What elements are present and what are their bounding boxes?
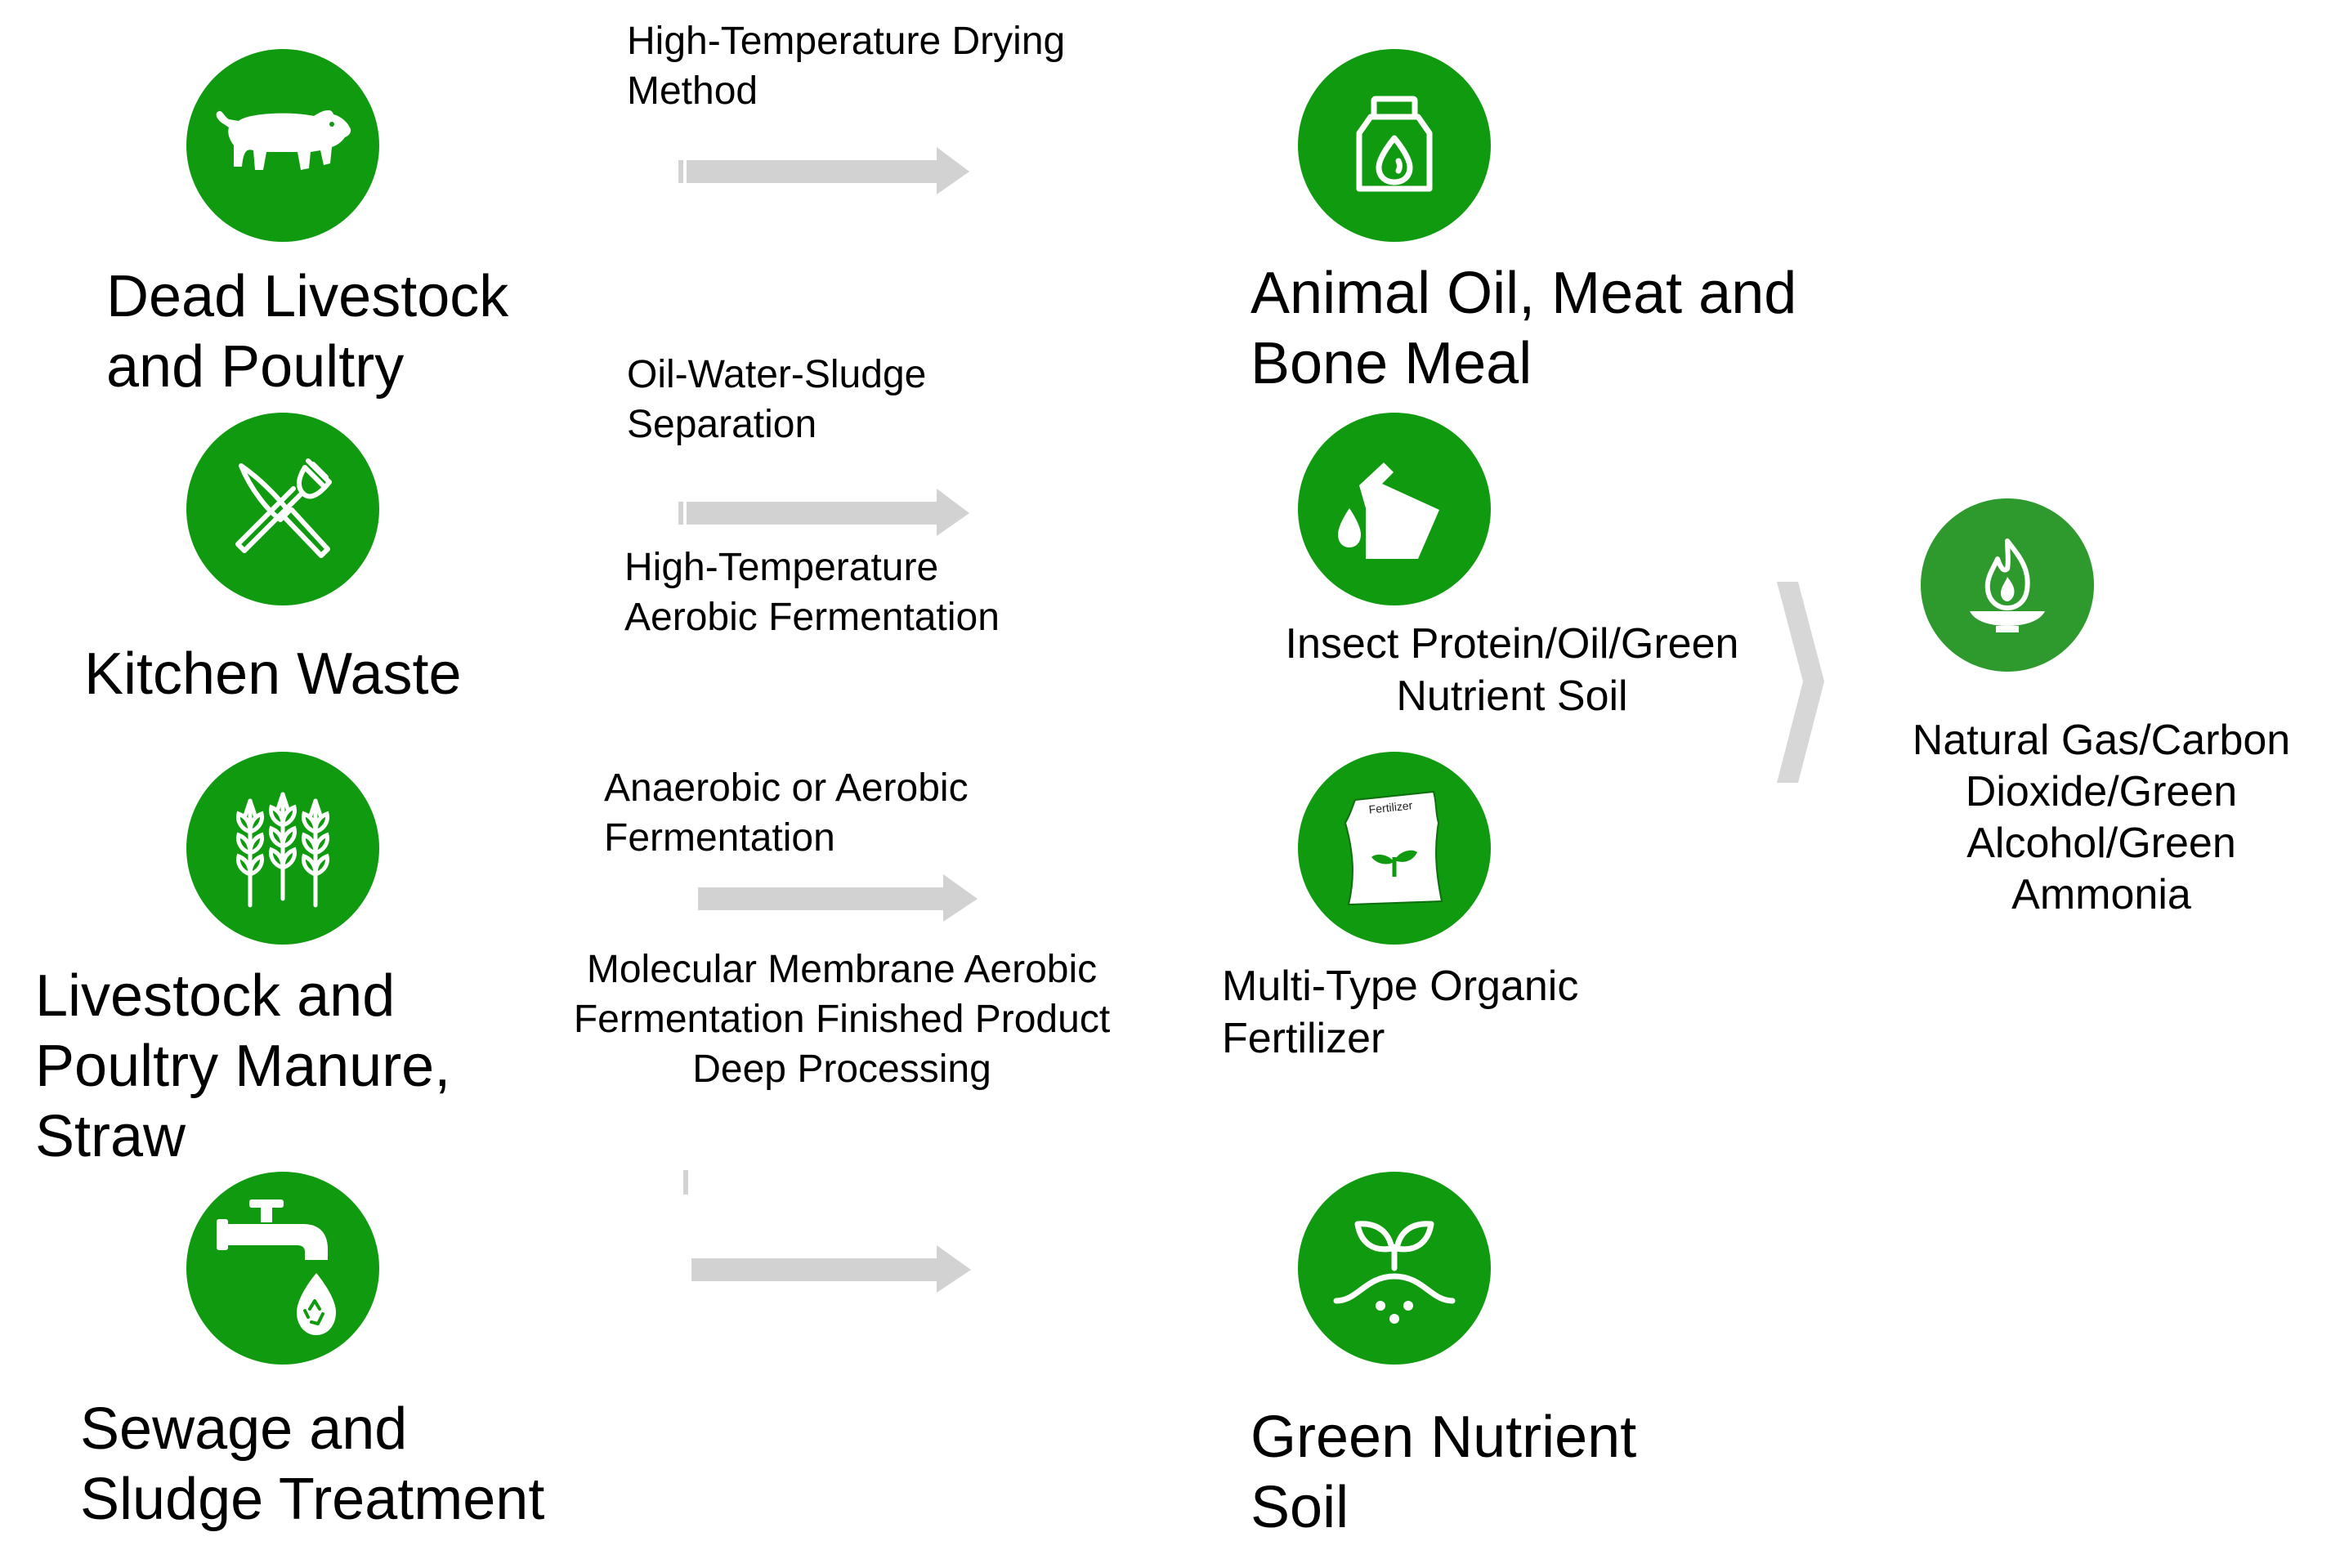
input-icon-circle-manure: [186, 752, 379, 945]
output-label-fertilizer: Multi-Type Organic Fertilizer: [1222, 963, 1579, 1062]
leaf-soil-icon: [1333, 1221, 1456, 1324]
fertilizer-bag-icon: Fertilizer: [1344, 790, 1443, 906]
oil-jar-icon: [1356, 96, 1433, 192]
flame-icon: [1970, 538, 2045, 632]
process-label-aerobic: High-Temperature Aerobic Fermentation: [624, 546, 1000, 639]
arrow-tail-mark: [683, 1170, 688, 1195]
process-label-anaerobic: Anaerobic or Aerobic Fermentation: [604, 766, 969, 860]
chevron-right-icon: [1774, 580, 1828, 788]
input-label-kitchen: Kitchen Waste: [84, 641, 462, 707]
arrow-separation: [678, 485, 973, 538]
pig-icon: [216, 109, 351, 170]
wheat-icon: [236, 792, 329, 908]
oil-can-icon: [1338, 462, 1439, 559]
utensils-icon: [235, 458, 332, 558]
output-icon-circle-insect: [1298, 413, 1491, 605]
output-label-soil: Green Nutrient Soil: [1251, 1405, 1637, 1540]
process-label-membrane: Molecular Membrane Aerobic Fermentation …: [573, 948, 1111, 1091]
final-icon-circle: [1921, 498, 2094, 672]
input-label-manure: Livestock and Poultry Manure, Straw: [35, 963, 451, 1169]
final-label: Natural Gas/Carbon Dioxide/Green Alcohol…: [1912, 717, 2291, 918]
input-icon-circle-kitchen: [186, 413, 379, 605]
input-label-livestock: Dead Livestock and Poultry: [106, 264, 509, 400]
output-icon-circle-soil: [1298, 1172, 1491, 1365]
input-icon-circle-livestock: [186, 49, 379, 242]
input-label-sewage: Sewage and Sludge Treatment: [80, 1396, 545, 1532]
output-icon-circle-oil: [1298, 49, 1491, 242]
bag-text: Fertilizer: [1368, 798, 1413, 816]
input-icon-circle-sewage: [186, 1172, 379, 1365]
arrow-drying: [678, 144, 973, 196]
process-label-drying: High-Temperature Drying Method: [627, 20, 1066, 113]
arrow-sewage: [688, 1244, 974, 1296]
output-label-oil: Animal Oil, Meat and Bone Meal: [1251, 261, 1797, 396]
arrow-anaerobic: [695, 873, 981, 925]
output-icon-circle-fertilizer: Fertilizer: [1298, 752, 1491, 945]
faucet-icon: [217, 1199, 336, 1335]
output-label-insect: Insect Protein/Oil/Green Nutrient Soil: [1285, 620, 1739, 720]
process-label-separation: Oil-Water-Sludge Separation: [627, 353, 927, 446]
